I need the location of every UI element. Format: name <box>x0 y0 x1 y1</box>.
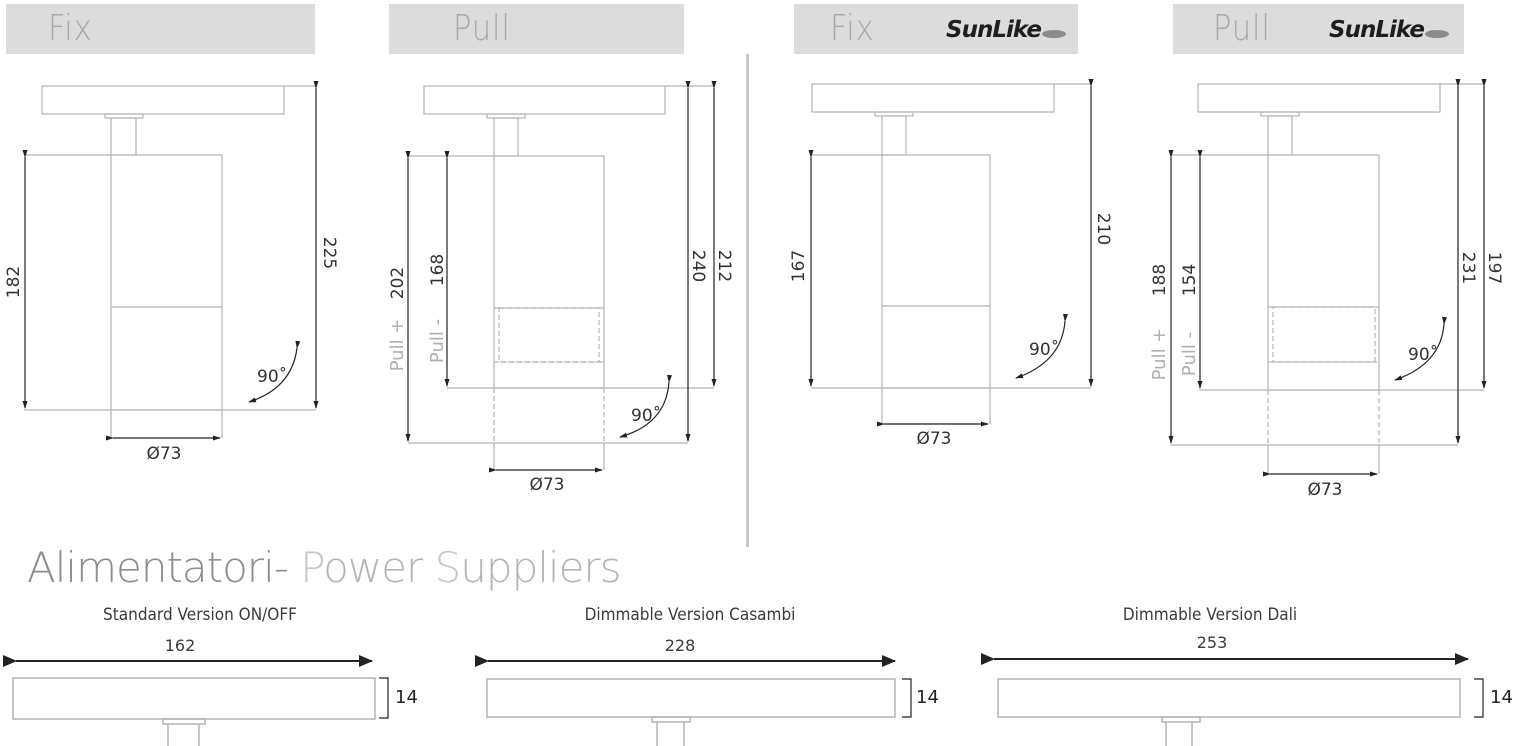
section-title: Alimentatori- Power Suppliers <box>27 543 622 592</box>
fix-sunlike-body-height: 167 <box>789 250 809 282</box>
pull-plus-label: Pull + <box>387 319 408 372</box>
header-fix-sunlike: Fix SunLike <box>794 4 1078 54</box>
psu-dali-height: 14 <box>1490 687 1513 708</box>
pull-minus-value: 168 <box>428 254 448 286</box>
header-pull-sunlike: Pull SunLike <box>1173 4 1464 54</box>
fix-sunlike-diameter: Ø73 <box>916 429 951 449</box>
drawing-pull <box>408 85 714 470</box>
sunlike-logo-oval-icon <box>1424 30 1449 38</box>
psu-dali-length: 253 <box>1196 633 1228 652</box>
sunlike-logo: SunLike <box>1329 17 1449 43</box>
sunlike-logo-oval-icon <box>1041 30 1066 38</box>
drawing-fix-sunlike <box>811 83 1091 424</box>
pull-minus-label: Pull - <box>427 319 448 363</box>
pull-diameter: Ø73 <box>529 475 564 495</box>
pull-sunlike-total-min: 197 <box>1484 252 1504 284</box>
power-supplier-dimensions <box>3 653 1484 719</box>
psu-casambi-label: Dimmable Version Casambi <box>584 605 796 625</box>
psu-standard-height: 14 <box>395 687 418 708</box>
psu-casambi-length: 228 <box>664 636 696 655</box>
pull-rotation: 90˚ <box>631 405 661 426</box>
section-divider <box>746 54 749 547</box>
header-pull-label: Pull <box>453 8 511 49</box>
pull-total-max: 240 <box>688 250 708 282</box>
sunlike-logo: SunLike <box>946 17 1066 43</box>
pull-plus-value: 202 <box>388 267 408 299</box>
pull-sunlike-total-max: 231 <box>1458 252 1478 284</box>
fix-body-height: 182 <box>4 266 24 298</box>
pull-sunlike-minus-value: 154 <box>1180 264 1200 296</box>
pull-sunlike-minus-label: Pull - <box>1179 332 1200 376</box>
pull-sunlike-rotation: 90˚ <box>1408 344 1438 365</box>
header-fix-sunlike-label: Fix <box>830 8 875 49</box>
pull-total-min: 212 <box>714 250 734 282</box>
fix-rotation: 90˚ <box>257 366 287 387</box>
pull-sunlike-diameter: Ø73 <box>1307 480 1342 500</box>
header-fix-label: Fix <box>48 8 93 49</box>
psu-standard-length: 162 <box>164 636 196 655</box>
psu-dali-label: Dimmable Version Dali <box>1122 605 1298 625</box>
pull-sunlike-plus-value: 188 <box>1150 264 1170 296</box>
pull-sunlike-plus-label: Pull + <box>1149 328 1170 381</box>
fix-total-height: 225 <box>319 237 339 269</box>
header-pull-sunlike-label: Pull <box>1213 8 1271 49</box>
fix-diameter: Ø73 <box>146 444 181 464</box>
header-fix: Fix <box>6 4 315 54</box>
drawing-fix <box>24 85 316 438</box>
psu-casambi-height: 14 <box>916 687 939 708</box>
power-supplier-shapes <box>12 677 1461 746</box>
fix-sunlike-rotation: 90˚ <box>1029 339 1059 360</box>
fix-sunlike-total-height: 210 <box>1093 213 1113 245</box>
psu-standard-label: Standard Version ON/OFF <box>103 605 297 625</box>
drawing-pull-sunlike <box>1170 83 1484 474</box>
header-pull: Pull <box>389 4 684 54</box>
